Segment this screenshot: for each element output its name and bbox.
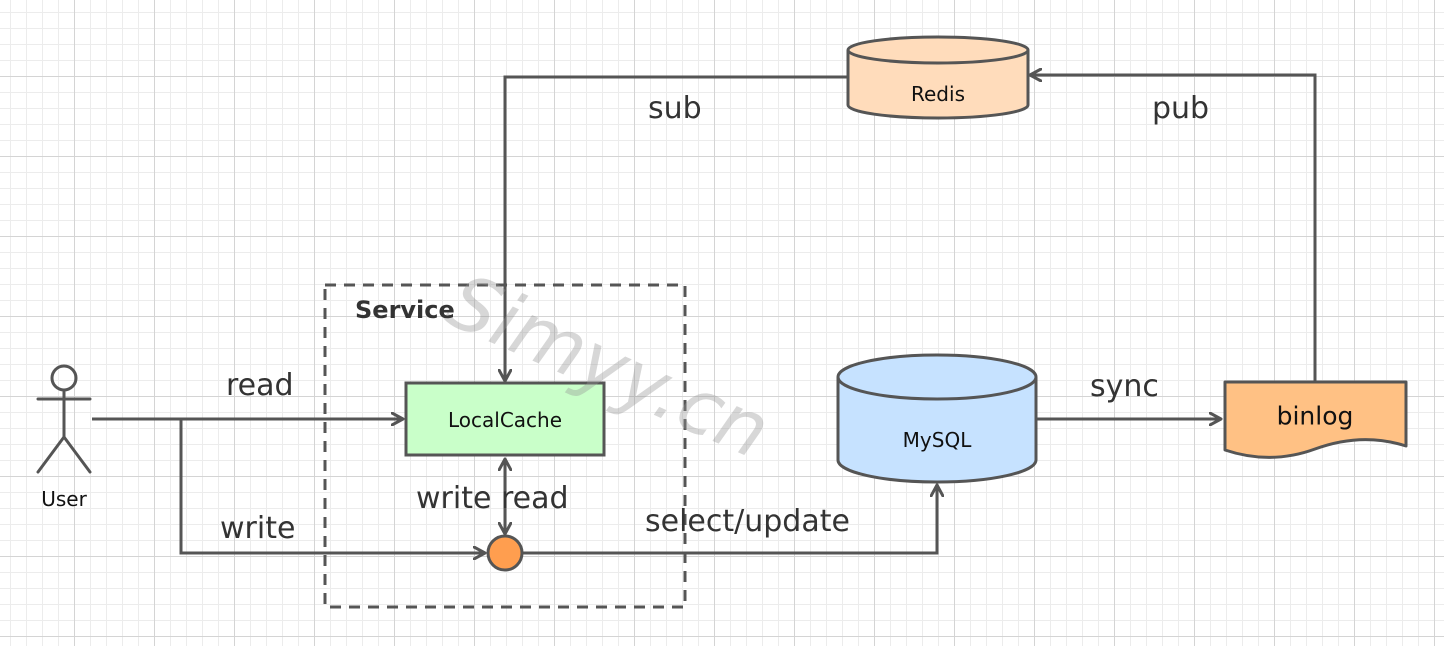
redis-label: Redis [911,82,965,106]
edge-label-sub: sub [648,91,702,126]
edge-write [179,419,485,553]
edge-label-write: write [220,511,296,546]
redis-node [846,35,1030,120]
edge-label-sync: sync [1090,369,1159,404]
binlog-node [1223,380,1408,459]
edge-label-pub: pub [1152,91,1210,126]
edge-label-read: read [226,368,294,403]
local-cache-node [404,381,606,457]
user-actor-icon [36,364,92,474]
mysql-node [836,353,1038,484]
edge-sub [505,75,848,381]
user-label: User [41,487,87,511]
edge-label-write-read: write read [416,481,569,516]
edge-label-select-update: select/update [645,504,850,539]
service-junction-node [486,534,524,572]
local-cache-label: LocalCache [447,408,563,432]
edge-select-update [523,485,937,555]
edge-pub [1030,75,1317,381]
service-label: Service [355,296,455,324]
binlog-label: binlog [1276,401,1354,431]
mysql-label: MySQL [902,428,972,452]
